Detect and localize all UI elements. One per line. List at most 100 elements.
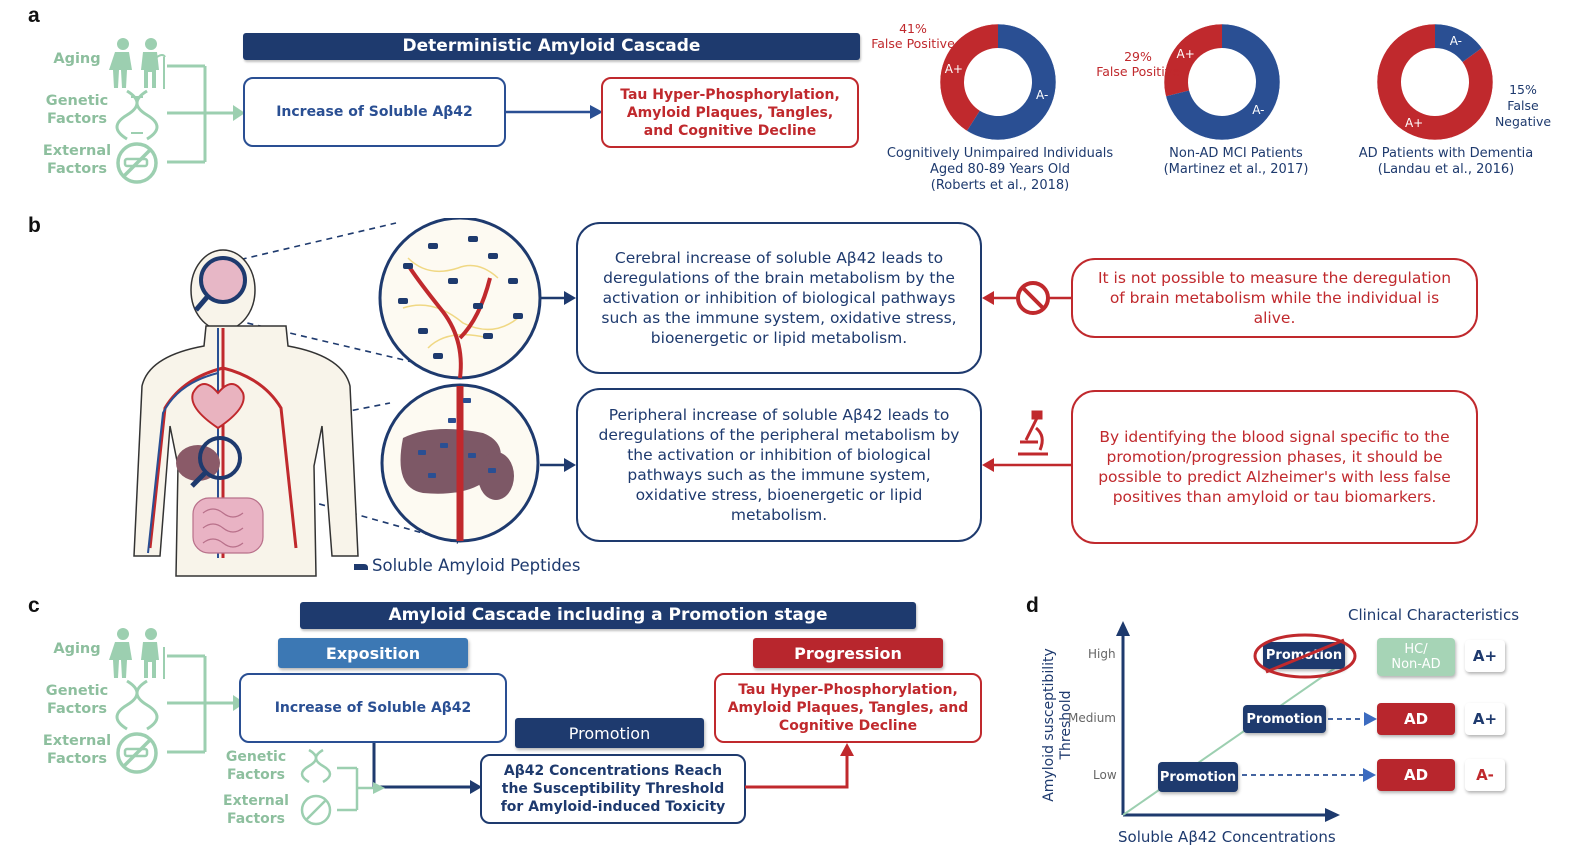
c-tau-box: Tau Hyper-Phosphorylation, Amyloid Plaqu… xyxy=(714,673,982,743)
microscope-arrow xyxy=(982,410,1074,472)
donut-1-positive-slice xyxy=(940,24,998,131)
c-small-external-label: External Factors xyxy=(223,793,289,827)
blood-signal-text: By identifying the blood signal specific… xyxy=(1098,428,1451,506)
d-ad-low: AD xyxy=(1377,759,1455,791)
panel-letter-c: c xyxy=(28,594,40,617)
threshold-label: Aβ42 Concentrations Reach the Susceptibi… xyxy=(500,763,726,815)
donut-3-positive-label: A+ xyxy=(1405,116,1423,130)
donut-2-positive-slice xyxy=(1164,24,1222,97)
amyloid-peptide-icon xyxy=(354,564,368,570)
peripheral-text: Peripheral increase of soluble Aβ42 lead… xyxy=(598,406,960,524)
prohibited-arrow xyxy=(982,281,1074,315)
c-tau-label: Tau Hyper-Phosphorylation, Amyloid Plaqu… xyxy=(727,682,969,734)
cerebral-box: Cerebral increase of soluble Aβ42 leads … xyxy=(576,222,982,374)
donut-1-outline xyxy=(939,23,1057,141)
elderly-couple-icon xyxy=(109,38,166,89)
donut-2-negative-label: A- xyxy=(1252,103,1264,117)
deterministic-banner: Deterministic Amyloid Cascade xyxy=(243,33,860,60)
panel-letter-d: d xyxy=(1026,594,1039,617)
arrow-a xyxy=(506,105,603,119)
d-promotion-medium: Promotion xyxy=(1243,705,1326,733)
donut-3-note: 15% False Negative xyxy=(1494,82,1552,129)
donut-1-negative-label: A- xyxy=(1036,88,1048,102)
risk-bracket xyxy=(167,64,240,164)
genetic-label: Genetic Factors xyxy=(45,93,109,127)
donut-charts: A+ A- A+ A- A+ A- xyxy=(939,23,1494,141)
donut-3-negative-label: A- xyxy=(1450,34,1462,48)
d-ad-medium: AD xyxy=(1377,703,1455,735)
dna-icon xyxy=(115,89,159,141)
aging-label: Aging xyxy=(53,51,101,67)
panel-letter-a: a xyxy=(28,4,40,27)
d-x-axis-label: Soluble Aβ42 Concentrations xyxy=(1118,828,1336,846)
d-y-axis-label: Amyloid susceptibility Threshold xyxy=(1041,648,1074,802)
d-crossed-out-icon xyxy=(1253,633,1357,679)
donut-3-caption: AD Patients with Dementia (Landau et al.… xyxy=(1358,146,1534,177)
c-small-genetic-label: Genetic Factors xyxy=(225,749,287,783)
c-genetic-label: Genetic Factors xyxy=(45,683,109,717)
c-increase-abeta-box: Increase of Soluble Aβ42 xyxy=(239,673,507,743)
c-external-label: External Factors xyxy=(42,733,112,767)
increase-abeta-box: Increase of Soluble Aβ42 xyxy=(243,77,506,147)
progression-tab: Progression xyxy=(753,638,943,668)
arrow-b-1 xyxy=(540,291,576,305)
tau-label-a: Tau Hyper-Phosphorylation, Amyloid Plaqu… xyxy=(620,86,840,139)
c-aging-label: Aging xyxy=(53,641,101,657)
heart-icon xyxy=(191,383,245,430)
donut-1-note: 41% False Positive xyxy=(871,21,955,51)
donut-2-negative-slice xyxy=(1165,24,1280,140)
d-amyloid-low: A- xyxy=(1465,759,1505,791)
brain-magnifier-icon xyxy=(194,256,247,312)
d-amyloid-medium: A+ xyxy=(1465,703,1505,735)
panel-c-risk-icons xyxy=(109,628,245,774)
exposition-tab: Exposition xyxy=(278,638,468,668)
not-possible-text: It is not possible to measure the deregu… xyxy=(1097,269,1452,327)
tau-box-a: Tau Hyper-Phosphorylation, Amyloid Plaqu… xyxy=(601,77,859,148)
d-arrow-medium xyxy=(1328,712,1377,726)
c-small-icons xyxy=(300,748,385,826)
promotion-cascade-banner: Amyloid Cascade including a Promotion st… xyxy=(300,602,916,629)
donut-2-outline xyxy=(1163,23,1281,141)
d-hc-status: HC/ Non-AD xyxy=(1377,638,1455,676)
liver-zoom-circle xyxy=(380,383,540,543)
cerebral-text: Cerebral increase of soluble Aβ42 leads … xyxy=(601,249,957,347)
donut-1-caption: Cognitively Unimpaired Individuals Aged … xyxy=(886,146,1114,193)
c-elderly-couple-icon xyxy=(109,628,165,679)
d-promotion-low: Promotion xyxy=(1158,762,1238,792)
liver-magnifier-icon xyxy=(176,436,242,488)
c-increase-abeta-label: Increase of Soluble Aβ42 xyxy=(274,700,472,716)
donut-1-negative-slice xyxy=(966,24,1056,140)
clinical-title: Clinical Characteristics xyxy=(1348,606,1520,624)
anatomy-illustration xyxy=(133,218,542,577)
donut-2-note: 29% False Positive xyxy=(1096,49,1180,79)
level-high: High xyxy=(1088,647,1116,661)
c-small-external-icon xyxy=(300,794,332,826)
donut-2-positive-label: A+ xyxy=(1177,47,1195,61)
level-low: Low xyxy=(1093,768,1117,782)
arrow-b-2 xyxy=(540,458,576,472)
d-amyloid-high: A+ xyxy=(1465,640,1505,672)
legend-label: Soluble Amyloid Peptides xyxy=(372,556,581,575)
donut-1-positive-label: A+ xyxy=(945,62,963,76)
donut-3-negative-slice xyxy=(1435,24,1482,63)
external-label: External Factors xyxy=(42,143,112,177)
donut-3-outline xyxy=(1376,23,1494,141)
c-dna-icon xyxy=(115,679,159,731)
not-possible-box: It is not possible to measure the deregu… xyxy=(1071,258,1478,338)
intestines-icon xyxy=(192,497,264,554)
donut-3-positive-slice xyxy=(1377,24,1493,140)
level-medium: Medium xyxy=(1068,711,1116,725)
c-to-progression-arrow xyxy=(745,743,854,789)
blood-signal-box: By identifying the blood signal specific… xyxy=(1071,390,1478,544)
microscope-icon xyxy=(1018,410,1048,456)
promotion-tab: Promotion xyxy=(515,718,704,748)
peripheral-box: Peripheral increase of soluble Aβ42 lead… xyxy=(576,388,982,542)
increase-abeta-label: Increase of Soluble Aβ42 xyxy=(276,104,473,120)
panel-letter-b: b xyxy=(28,214,41,237)
d-arrow-low xyxy=(1242,768,1376,782)
c-small-dna-icon xyxy=(300,748,332,784)
external-factor-icon xyxy=(116,142,158,184)
c-external-factor-icon xyxy=(116,732,158,774)
threshold-box: Aβ42 Concentrations Reach the Susceptibi… xyxy=(480,754,746,824)
brain-zoom-circle xyxy=(378,218,542,380)
